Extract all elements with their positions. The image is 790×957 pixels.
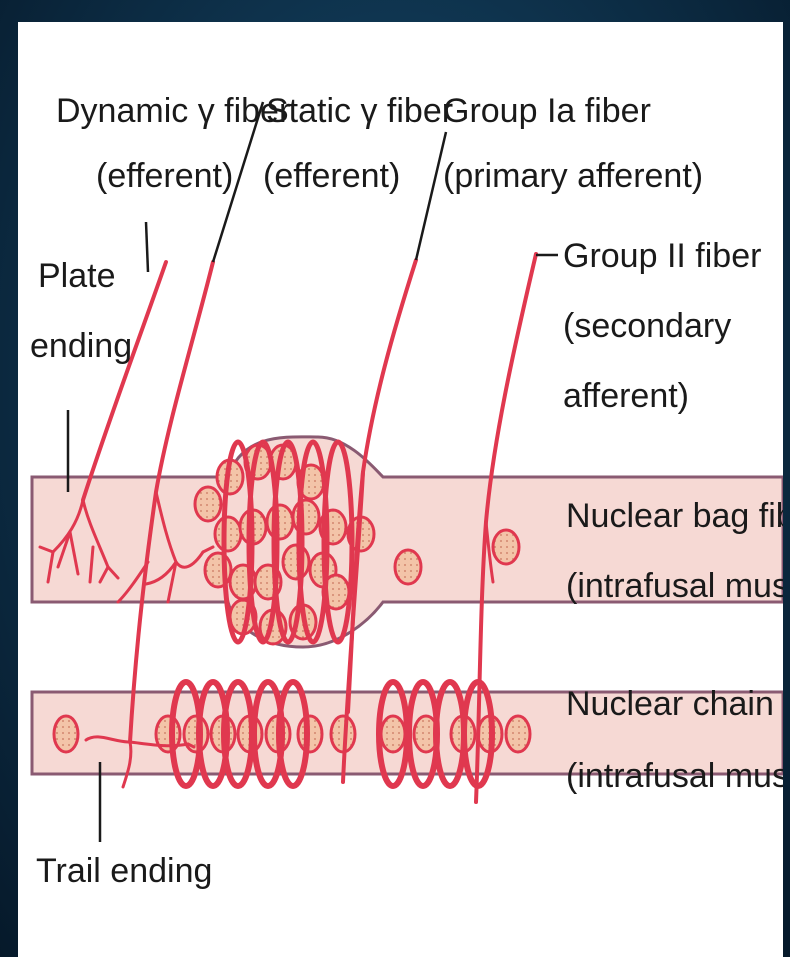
- chain-nucleus: [54, 716, 78, 752]
- bag-nucleus: [395, 550, 421, 584]
- nuclear-chain-label-2: (intrafusal muscle): [566, 757, 783, 795]
- group-ii-label-1: Group II fiber: [563, 237, 761, 275]
- nuclear-bag-label-2: (intrafusal muscle): [566, 567, 783, 605]
- diagram-frame: Dynamic γ fiber (efferent) Static γ fibe…: [18, 22, 783, 957]
- chain-nucleus: [381, 716, 405, 752]
- bag-nucleus: [215, 517, 241, 551]
- bag-nucleus: [267, 505, 293, 539]
- static-gamma-label-1: Static γ fiber: [266, 92, 453, 130]
- group-ia-label-2: (primary afferent): [443, 157, 703, 195]
- dynamic-gamma-fiber: [83, 262, 166, 500]
- chain-nucleus: [506, 716, 530, 752]
- group-ii-label-3: afferent): [563, 377, 689, 415]
- trail-ending-label: Trail ending: [36, 852, 212, 890]
- group-ia-label-1: Group Ia fiber: [443, 92, 651, 130]
- bag-nucleus: [493, 530, 519, 564]
- nuclear-bag-fiber-body: [32, 437, 783, 647]
- muscle-spindle-diagram: Dynamic γ fiber (efferent) Static γ fibe…: [18, 22, 783, 957]
- bag-nucleus: [195, 487, 221, 521]
- group-ia-leader: [416, 132, 446, 260]
- dynamic-gamma-leader: [146, 222, 148, 272]
- nuclear-bag-label-1: Nuclear bag fiber: [566, 497, 783, 535]
- plate-ending-label-1: Plate: [38, 257, 116, 295]
- dynamic-gamma-label-2: (efferent): [96, 157, 233, 195]
- dynamic-gamma-label-1: Dynamic γ fiber: [56, 92, 290, 130]
- plate-ending-label-2: ending: [30, 327, 132, 365]
- bag-nucleus: [283, 545, 309, 579]
- static-gamma-label-2: (efferent): [263, 157, 400, 195]
- group-ii-label-2: (secondary: [563, 307, 731, 345]
- nuclear-chain-label-1: Nuclear chain fiber: [566, 685, 783, 723]
